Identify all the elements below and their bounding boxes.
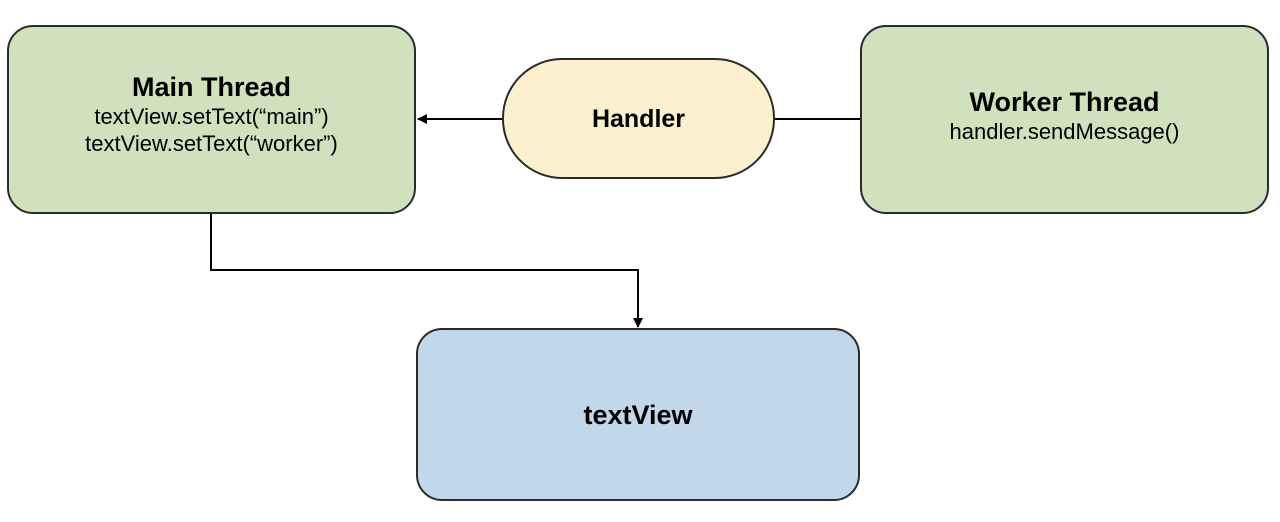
worker-thread-node: Worker Thread handler.sendMessage() [860,25,1269,214]
worker-thread-title: Worker Thread [969,87,1160,117]
textview-title: textView [583,399,693,430]
edge-main-thread-to-textview [210,214,643,328]
worker-thread-line-1: handler.sendMessage() [949,119,1180,144]
main-thread-node: Main Thread textView.setText(“main”) tex… [7,25,416,214]
textview-node: textView [416,328,860,501]
main-thread-line-1: textView.setText(“main”) [94,104,329,129]
handler-title: Handler [591,104,686,133]
handler-node: Handler [502,58,775,179]
main-thread-line-2: textView.setText(“worker”) [85,131,338,156]
main-thread-title: Main Thread [131,72,292,102]
